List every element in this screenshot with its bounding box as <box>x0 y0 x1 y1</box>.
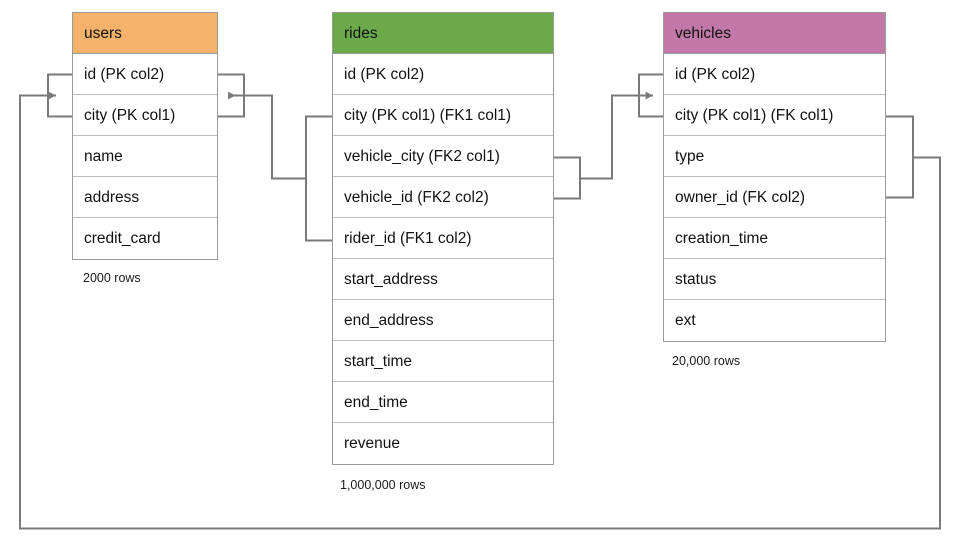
table-row[interactable]: name <box>73 136 217 177</box>
connector-rides-to-users <box>218 73 332 242</box>
row-count-vehicles: 20,000 rows <box>672 354 741 368</box>
table-row[interactable]: vehicle_id (FK2 col2) <box>333 177 553 218</box>
table-row[interactable]: city (PK col1) (FK col1) <box>664 95 885 136</box>
row-count-users: 2000 rows <box>83 271 141 285</box>
table-row[interactable]: start_time <box>333 341 553 382</box>
entity-table-vehicles[interactable]: vehicles id (PK col2) city (PK col1) (FK… <box>663 12 886 342</box>
entity-table-rides[interactable]: rides id (PK col2) city (PK col1) (FK1 c… <box>332 12 554 465</box>
table-row[interactable]: id (PK col2) <box>664 54 885 95</box>
table-row[interactable]: start_address <box>333 259 553 300</box>
table-header-vehicles: vehicles <box>664 13 885 54</box>
table-row[interactable]: vehicle_city (FK2 col1) <box>333 136 553 177</box>
table-row[interactable]: rider_id (FK1 col2) <box>333 218 553 259</box>
table-row[interactable]: city (PK col1) <box>73 95 217 136</box>
table-header-users: users <box>73 13 217 54</box>
table-row[interactable]: ext <box>664 300 885 341</box>
table-row[interactable]: creation_time <box>664 218 885 259</box>
table-row[interactable]: id (PK col2) <box>333 54 553 95</box>
table-row[interactable]: revenue <box>333 423 553 464</box>
table-row[interactable]: status <box>664 259 885 300</box>
table-row[interactable]: type <box>664 136 885 177</box>
table-header-rides: rides <box>333 13 553 54</box>
table-row[interactable]: id (PK col2) <box>73 54 217 95</box>
table-row[interactable]: city (PK col1) (FK1 col1) <box>333 95 553 136</box>
connector-rides-to-vehicles <box>554 73 663 200</box>
entity-table-users[interactable]: users id (PK col2) city (PK col1) name a… <box>72 12 218 260</box>
table-row[interactable]: address <box>73 177 217 218</box>
table-row[interactable]: credit_card <box>73 218 217 259</box>
table-row[interactable]: owner_id (FK col2) <box>664 177 885 218</box>
row-count-rides: 1,000,000 rows <box>340 478 426 492</box>
table-row[interactable]: end_address <box>333 300 553 341</box>
table-row[interactable]: end_time <box>333 382 553 423</box>
